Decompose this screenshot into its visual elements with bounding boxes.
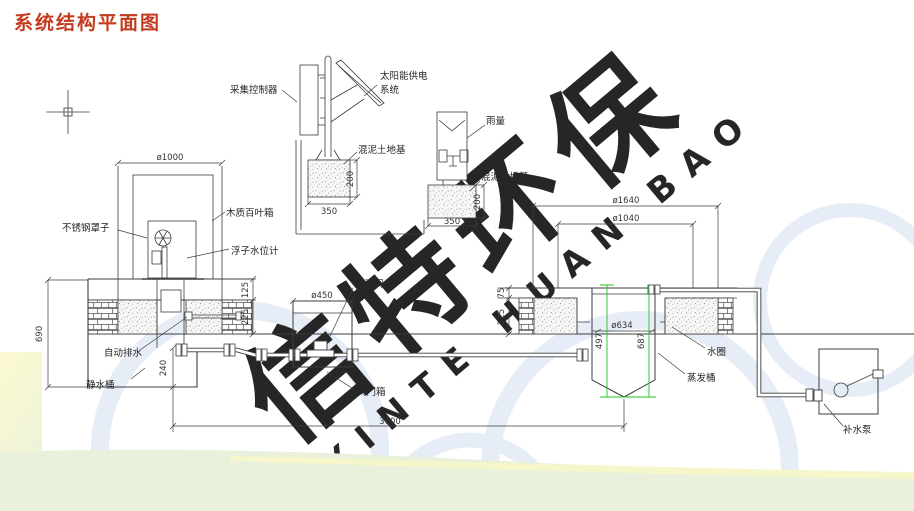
- brick-pier: [717, 297, 734, 335]
- dim-225-left: 225: [241, 309, 251, 325]
- dim-phi450: ø450: [311, 291, 332, 301]
- footer-decoration: [0, 352, 914, 511]
- label-foundation-right: 混泥土地基: [481, 171, 529, 183]
- label-louver-box: 木质百叶箱: [226, 207, 274, 219]
- page-title: 系统结构平面图: [14, 12, 162, 34]
- watermark-cn: 信特环保: [216, 24, 709, 469]
- controller-box: [299, 64, 319, 136]
- label-valve-box: 阀门箱: [357, 386, 386, 398]
- cable-conduit: [295, 140, 425, 235]
- dim-690: 690: [35, 326, 45, 342]
- brick-pier: [518, 297, 535, 335]
- watermark-circle: [378, 432, 562, 511]
- concrete-stipple: [117, 299, 158, 335]
- watermark-circle: [753, 203, 914, 397]
- steel-cover-box: [147, 220, 197, 279]
- label-solar-line1: 太阳能供电: [380, 70, 428, 82]
- solar-panel: [335, 59, 385, 107]
- label-foundation-mid: 混泥土地基: [358, 144, 406, 156]
- dim-125: 125: [241, 282, 251, 298]
- concrete-foundation-mid: [307, 159, 351, 198]
- dim-200-right: 200: [473, 194, 483, 210]
- pipeline: [175, 284, 818, 398]
- dim-225-right: 225: [497, 309, 507, 325]
- dim-350-mid: 350: [321, 207, 337, 217]
- dim-497-green: 497: [595, 333, 605, 349]
- valve-box: [292, 300, 353, 368]
- dimensions: [44, 156, 722, 432]
- dim-350-right: 350: [444, 217, 460, 227]
- label-steel-cover: 不锈钢罩子: [62, 222, 110, 234]
- label-solar-line2: 系统: [380, 84, 400, 96]
- brick-pier: [87, 299, 119, 335]
- label-manual-valve: 手动阀: [355, 278, 384, 290]
- label-refill-pump: 补水泵: [843, 424, 872, 436]
- green-dimensions: [600, 284, 656, 398]
- dim-3600: 3600: [379, 417, 401, 427]
- still-tank: [87, 279, 198, 388]
- crosshair-mark: [46, 90, 90, 134]
- louver-box: [132, 174, 214, 280]
- dim-phi634: ø634: [611, 321, 632, 331]
- stilling-well: [156, 279, 185, 348]
- float-gauge: [151, 229, 172, 279]
- text-labels: 采集控制器 太阳能供电 系统 雨量 混泥土地基 混泥土地基 木质百叶箱 不锈钢罩…: [35, 70, 872, 436]
- dim-phi1040: ø1040: [613, 214, 640, 224]
- dim-240: 240: [159, 360, 169, 376]
- manual-valve: [306, 340, 335, 358]
- evaporation-assembly: [505, 287, 737, 398]
- label-float-gauge: 浮子水位计: [231, 245, 279, 257]
- pump-box: [805, 348, 884, 415]
- label-water-ring: 水圈: [707, 346, 726, 358]
- dim-687-green: 687: [637, 333, 647, 349]
- label-rain-gauge: 雨量: [486, 116, 506, 127]
- still-tank-assembly: [87, 166, 253, 388]
- dim-phi1000: ø1000: [157, 153, 184, 163]
- concrete-foundation-right: [427, 184, 477, 219]
- label-still-tank: 静水桶: [86, 379, 115, 391]
- dim-75: 75: [497, 288, 507, 299]
- dim-phi1640: ø1640: [613, 196, 640, 206]
- pole: [324, 55, 332, 157]
- auto-drain-valve: [184, 311, 242, 321]
- well-cap: [160, 289, 182, 313]
- label-collector: 采集控制器: [230, 84, 278, 96]
- pole-assembly: [295, 55, 425, 235]
- concrete-stipple: [664, 297, 719, 335]
- leader-lines: [117, 84, 844, 427]
- label-auto-drain: 自动排水: [104, 347, 143, 359]
- footer-wave-green: [0, 449, 914, 511]
- pump-circle: [833, 382, 849, 398]
- concrete-stipple: [533, 297, 578, 335]
- dim-200-mid: 200: [346, 171, 356, 187]
- footer-wave-yellow: [230, 456, 914, 479]
- label-evap-bucket: 蒸发桶: [687, 372, 716, 384]
- rain-gauge: [427, 111, 477, 219]
